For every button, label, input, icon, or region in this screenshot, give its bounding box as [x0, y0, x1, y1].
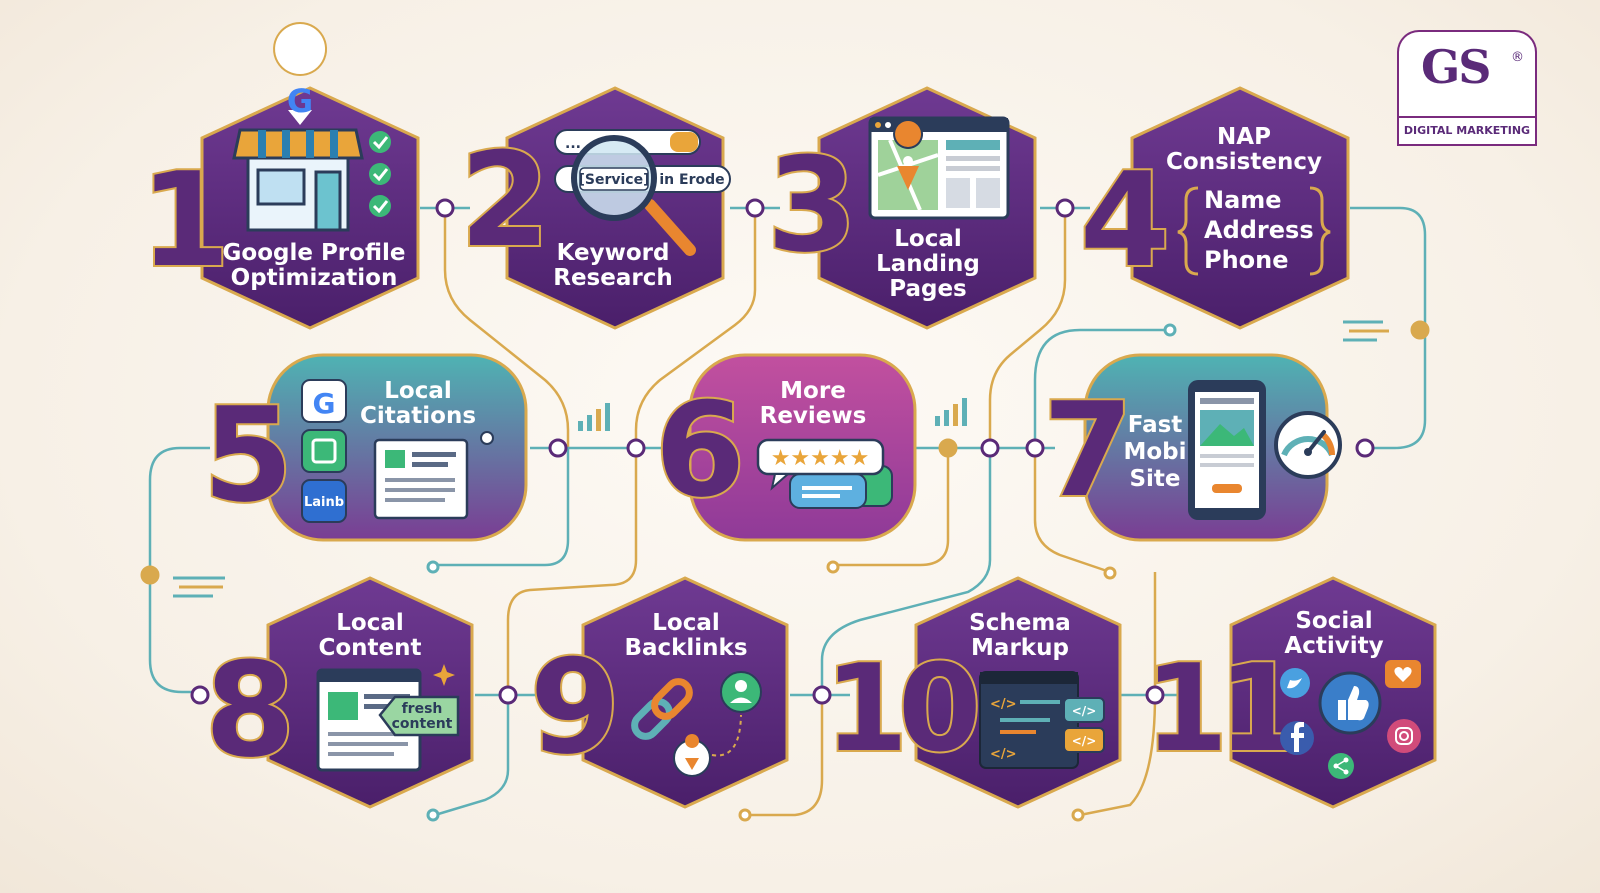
- step-7-title-line-3: Site: [1129, 466, 1180, 492]
- chain-link-icon: [631, 671, 762, 777]
- svg-text:G: G: [313, 387, 336, 420]
- step-8-number: 8: [205, 634, 295, 786]
- brand-logo: GS ® DIGITAL MARKETING: [1397, 30, 1537, 146]
- step-6-title-line-2: Reviews: [760, 403, 867, 429]
- step-10: 10 Schema Markup </> </> </> </>: [823, 576, 1122, 809]
- step-11-number: 11: [1145, 640, 1294, 779]
- step-9-hexagon: [581, 576, 789, 809]
- step-3-title-line-1: Local: [894, 226, 962, 252]
- browser-map-icon: [868, 116, 1010, 220]
- step-4-number: 4: [1080, 144, 1170, 296]
- step-8-title-line-2: Content: [318, 635, 421, 661]
- svg-text:G: G: [287, 82, 313, 120]
- step-9: 9 Local Backlinks: [528, 576, 789, 809]
- step-1-number: 1: [140, 144, 230, 296]
- code-badge-1: </>: [1072, 704, 1097, 718]
- step-7-title-line-1: Fast: [1128, 412, 1183, 438]
- step-10-number: 10: [825, 640, 976, 779]
- step-3-number: 3: [767, 129, 857, 281]
- step-8-title-line-1: Local: [336, 610, 404, 636]
- step-2-title-line-1: Keyword: [557, 240, 670, 266]
- step-8: 8 Local Content fresh content: [203, 576, 474, 809]
- step-4-title-line-1: NAP: [1217, 124, 1271, 150]
- step-4-title-line-2: Consistency: [1166, 149, 1322, 175]
- step-6-number: 6: [655, 374, 745, 526]
- step-11: 11 Social Activity: [1143, 576, 1437, 809]
- connector-nodes: [140, 198, 1430, 822]
- step-10-title-line-1: Schema: [969, 610, 1071, 636]
- search-dots: ...: [565, 136, 581, 152]
- step-7-title-line-2: Mobi: [1123, 439, 1186, 465]
- storefront-icon: G: [232, 22, 391, 232]
- step-3-title-line-2: Landing: [876, 251, 980, 277]
- step-11-title-line-2: Activity: [1284, 633, 1383, 659]
- logo-registered: ®: [1511, 50, 1524, 65]
- nap-name: Name: [1204, 186, 1282, 214]
- social-icon: [1280, 660, 1421, 779]
- service-tag: [Service]: [579, 172, 650, 188]
- instagram-icon: [1387, 719, 1421, 753]
- step-2-title-line-2: Research: [553, 265, 672, 291]
- step-5: 5 G Lainb Local Citations: [201, 353, 528, 542]
- step-1-title-line-2: Optimization: [231, 265, 398, 291]
- decor-bars: [173, 320, 1389, 598]
- step-9-number: 9: [530, 631, 620, 783]
- code-snippet-1: </>: [990, 697, 1017, 712]
- step-6-title-line-1: More: [780, 378, 846, 404]
- nap-address: Address: [1204, 216, 1314, 244]
- step-7: 7 Fast Mobi Site: [1041, 353, 1342, 542]
- nap-phone: Phone: [1204, 246, 1289, 274]
- reviews-icon: ★★★★★: [756, 438, 893, 509]
- step-9-title-line-1: Local: [652, 610, 720, 636]
- step-10-title-line-2: Markup: [971, 635, 1069, 661]
- step-1: 1 G Google Profile Optimization: [138, 22, 420, 330]
- mobile-speed-icon: [1188, 380, 1342, 520]
- step-1-title-line-1: Google Profile: [223, 240, 406, 266]
- fresh-tag-line-2: content: [392, 716, 453, 732]
- step-2: 2 ... in Erode [Service] Keyword Researc…: [458, 86, 731, 330]
- step-11-title-line-1: Social: [1295, 608, 1372, 634]
- step-5-number: 5: [203, 379, 293, 531]
- step-6: 6 More Reviews ★★★★★: [653, 353, 917, 542]
- brace-left: [1177, 186, 1199, 276]
- code-badge-2: </>: [1072, 734, 1097, 748]
- step-2-number: 2: [460, 124, 550, 276]
- step-9-title-line-2: Backlinks: [624, 635, 747, 661]
- step-4: 4 NAP Consistency Name Address Phone: [1078, 86, 1350, 330]
- magnifier-icon: ... in Erode [Service]: [554, 129, 731, 256]
- logo-mark: GS: [1421, 40, 1492, 94]
- logo-badge: GS ®: [1397, 30, 1537, 116]
- code-snippet-2: </>: [990, 747, 1017, 762]
- logo-subtitle: DIGITAL MARKETING: [1397, 116, 1537, 146]
- brace-right: [1309, 186, 1331, 276]
- location-tag: in Erode: [659, 172, 724, 188]
- directory-icon: G Lainb: [301, 379, 494, 523]
- content-icon: fresh content: [316, 664, 460, 772]
- step-5-title-line-2: Citations: [360, 403, 476, 429]
- fresh-tag-line-1: fresh: [402, 701, 443, 717]
- step-3: 3 Local Landing Pages: [765, 86, 1037, 330]
- code-icon: </> </> </> </>: [979, 671, 1105, 769]
- share-icon: [1328, 753, 1354, 779]
- review-stars: ★★★★★: [771, 446, 870, 471]
- step-7-number: 7: [1043, 374, 1133, 526]
- citation-badge: Lainb: [304, 495, 344, 510]
- step-5-title-line-1: Local: [384, 378, 452, 404]
- step-3-title-line-3: Pages: [889, 276, 967, 302]
